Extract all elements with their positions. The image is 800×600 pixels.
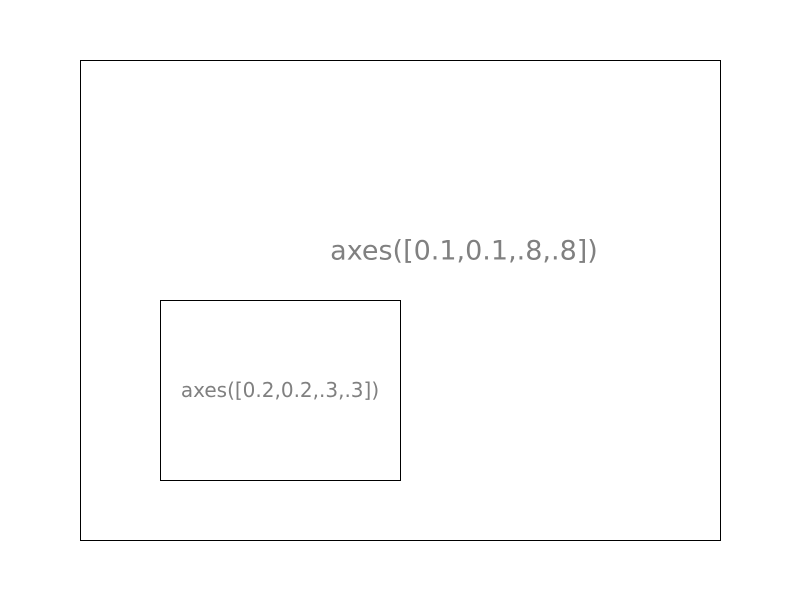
outer-axes-box bbox=[80, 60, 721, 541]
inner-axes-box bbox=[160, 300, 401, 481]
inner-axes-label: axes([0.2,0.2,.3,.3]) bbox=[180, 378, 380, 402]
outer-axes-label: axes([0.1,0.1,.8,.8]) bbox=[330, 235, 598, 267]
